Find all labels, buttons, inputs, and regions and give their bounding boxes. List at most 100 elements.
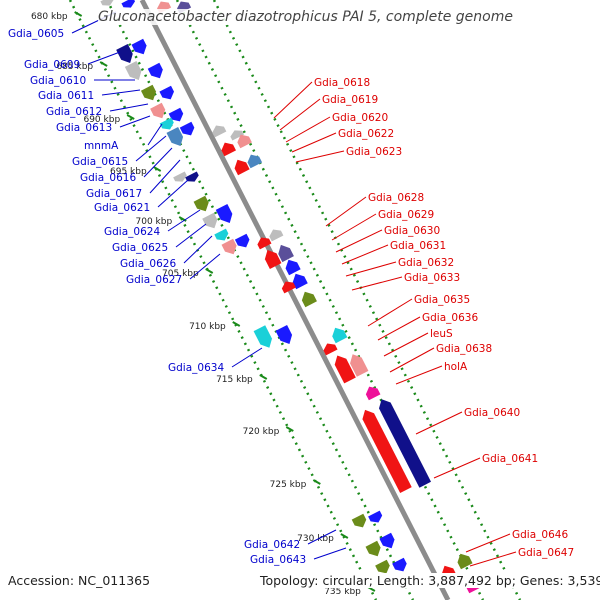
- right-gene-line-18: [433, 457, 481, 479]
- genome-backbone: [139, 0, 451, 600]
- scale-tick-3: [126, 114, 135, 120]
- right-gene-label-5: Gdia_0623: [346, 146, 402, 158]
- left-gene-line-6: [119, 115, 151, 128]
- left-gene-line-8: [135, 135, 167, 162]
- right-gene-line-19: [465, 533, 511, 553]
- right-gene-label-15: Gdia_0638: [436, 343, 492, 355]
- scale-tick-11: [340, 533, 349, 539]
- left-gene-line-2: [87, 51, 121, 65]
- right-gene-label-14: leuS: [430, 328, 453, 340]
- left-gene-line-7: [147, 123, 163, 146]
- left-gene-line-10: [149, 159, 181, 194]
- accession-text: Accession: NC_011365: [8, 573, 151, 588]
- gene-feature-12: [168, 107, 184, 122]
- scale-label-4: 695 kbp: [110, 167, 147, 177]
- gene-feature-24: [193, 195, 209, 212]
- right-gene-line-8: [335, 229, 383, 253]
- left-gene-label-16: Gdia_0634: [168, 362, 224, 374]
- gene-feature-20: [247, 154, 263, 169]
- scale-label-5: 700 kbp: [136, 217, 173, 227]
- scale-label-8: 715 kbp: [216, 375, 253, 385]
- gene-feature-6: [131, 38, 147, 55]
- right-gene-label-19: Gdia_0646: [512, 529, 568, 541]
- gene-feature-35: [292, 273, 308, 290]
- right-gene-line-11: [351, 276, 403, 291]
- left-gene-line-18: [313, 547, 347, 560]
- right-gene-line-15: [389, 347, 435, 373]
- right-gene-label-8: Gdia_0630: [384, 225, 440, 237]
- gene-feature-28: [234, 233, 250, 248]
- scale-tick-2: [99, 61, 108, 67]
- scale-label-1: 680 kbp: [31, 12, 68, 22]
- right-gene-line-14: [383, 332, 429, 357]
- scale-label-6: 705 kbp: [162, 269, 199, 279]
- gene-feature-30: [269, 229, 284, 242]
- scale-label-9: 720 kbp: [243, 427, 280, 437]
- left-gene-line-5: [109, 103, 149, 112]
- gene-feature-22: [173, 171, 187, 182]
- right-gene-label-12: Gdia_0635: [414, 294, 470, 306]
- right-gene-label-6: Gdia_0628: [368, 192, 424, 204]
- gene-feature-19: [221, 142, 236, 157]
- scale-tick-8: [259, 374, 268, 380]
- gene-feature-47: [351, 513, 367, 528]
- right-gene-label-10: Gdia_0632: [398, 257, 454, 269]
- right-gene-line-3: [285, 116, 331, 143]
- gene-feature-44: [365, 386, 381, 401]
- guide-left-inner: [105, 0, 415, 600]
- left-gene-label-17: Gdia_0642: [244, 539, 300, 551]
- gene-feature-21: [234, 159, 250, 176]
- left-gene-label-12: Gdia_0624: [104, 226, 160, 238]
- gene-feature-16: [212, 125, 227, 138]
- right-gene-label-13: Gdia_0636: [422, 312, 478, 324]
- right-gene-label-3: Gdia_0620: [332, 112, 388, 124]
- gene-feature-14: [179, 121, 195, 136]
- gene-feature-26: [202, 212, 218, 229]
- left-gene-label-2: Gdia_0609: [24, 59, 80, 71]
- gene-feature-41: [323, 343, 338, 356]
- gene-feature-34: [285, 259, 301, 276]
- gene-feature-31: [257, 237, 272, 250]
- gene-feature-13: [159, 117, 174, 130]
- right-gene-line-9: [341, 244, 389, 265]
- left-gene-line-14: [183, 235, 213, 264]
- gene-feature-48: [368, 510, 383, 523]
- left-gene-line-13: [175, 223, 207, 248]
- left-gene-label-10: Gdia_0617: [86, 188, 142, 200]
- gene-feature-42: [350, 354, 369, 377]
- gene-feature-43: [334, 355, 356, 384]
- right-gene-line-5: [295, 150, 345, 163]
- left-gene-line-11: [157, 179, 189, 208]
- scale-label-3: 690 kbp: [83, 115, 120, 125]
- gene-feature-38: [253, 325, 272, 348]
- left-gene-label-9: Gdia_0616: [80, 172, 136, 184]
- left-gene-label-11: Gdia_0621: [94, 202, 150, 214]
- gene-feature-46: [379, 399, 432, 488]
- left-gene-label-13: Gdia_0625: [112, 242, 168, 254]
- gene-feature-51: [375, 559, 390, 574]
- left-gene-label-18: Gdia_0643: [250, 554, 306, 566]
- gene-feature-18: [237, 134, 252, 149]
- gene-feature-17: [230, 130, 244, 141]
- left-gene-label-7: mnmA: [84, 140, 119, 152]
- gene-feature-2: [121, 0, 136, 8]
- left-gene-line-17: [307, 529, 337, 545]
- right-gene-label-7: Gdia_0629: [378, 209, 434, 221]
- gene-feature-15: [166, 127, 184, 147]
- gene-feature-25: [215, 204, 233, 224]
- right-gene-line-2: [279, 98, 321, 131]
- scale-tick-9: [285, 426, 294, 432]
- guide-left-outer: [68, 0, 378, 600]
- scale-label-12: 735 kbp: [324, 587, 361, 597]
- right-gene-line-13: [377, 316, 421, 341]
- right-gene-label-1: Gdia_0618: [314, 77, 370, 89]
- scale-tick-6: [205, 268, 214, 274]
- scale-tick-7: [232, 321, 241, 327]
- topology-text: Topology: circular; Length: 3,887,492 bp…: [260, 573, 600, 588]
- gene-feature-7: [147, 62, 163, 79]
- left-gene-label-4: Gdia_0611: [38, 90, 94, 102]
- gene-feature-36: [281, 281, 296, 294]
- gene-feature-33: [264, 249, 282, 269]
- gene-feature-8: [124, 61, 142, 81]
